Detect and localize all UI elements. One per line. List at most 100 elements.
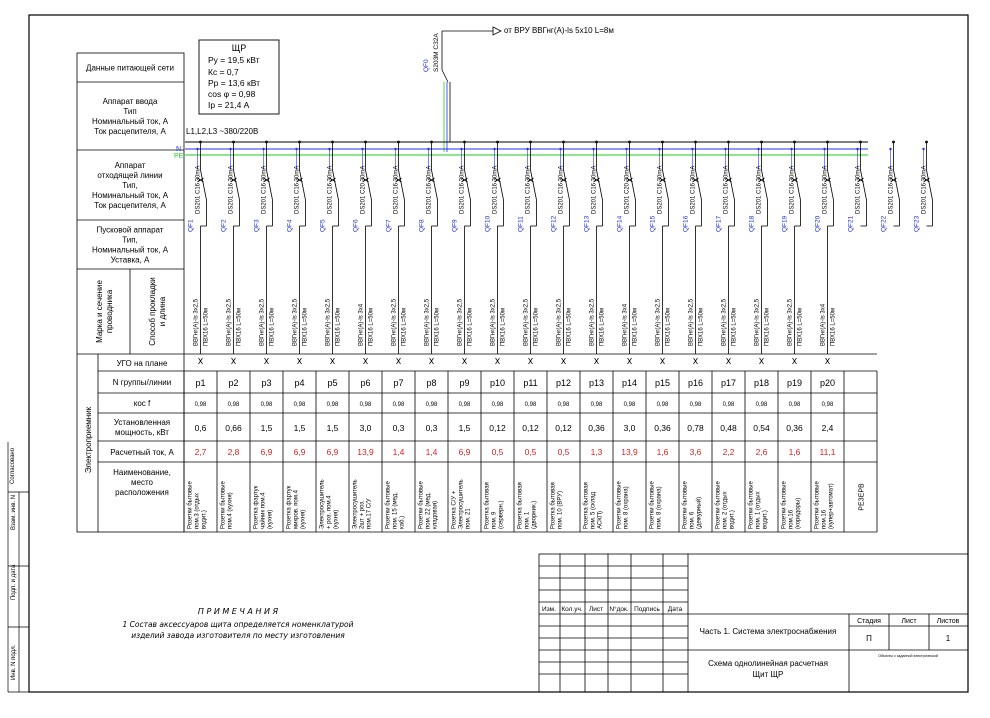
breaker-label: QF11 bbox=[518, 216, 525, 232]
design-current: 1,4 bbox=[393, 447, 405, 457]
left-header-3-line-0: Пусковой аппарат bbox=[97, 226, 164, 235]
group-number: p2 bbox=[228, 378, 238, 388]
design-current: 3,6 bbox=[690, 447, 702, 457]
panel-param-kc: Кс = 0,7 bbox=[208, 67, 239, 77]
n-junction bbox=[724, 147, 727, 151]
consumer-name-line: пом. 2 (отдых bbox=[723, 491, 729, 529]
installed-power: 0,66 bbox=[225, 423, 242, 433]
panel-param-cos: cos φ = 0,98 bbox=[208, 89, 256, 99]
n-junction bbox=[823, 147, 826, 151]
bus-junction bbox=[397, 140, 400, 144]
design-current: 2,7 bbox=[195, 447, 207, 457]
breaker-type: DS201 C16 30mA bbox=[922, 166, 928, 214]
breaker-type: DS201 C16 30mA bbox=[592, 166, 598, 214]
breaker-contact bbox=[596, 169, 603, 201]
breaker-cross bbox=[857, 177, 864, 183]
ugo-symbol bbox=[264, 357, 269, 365]
cable-laying: ПВХ16 L=50м bbox=[270, 308, 276, 346]
breaker-type: DS201 C16 30mA bbox=[460, 166, 466, 214]
installed-power: 0,48 bbox=[720, 423, 737, 433]
breaker-contact bbox=[530, 169, 537, 201]
consumer-name-line: + роз. пом.4 bbox=[327, 495, 333, 529]
design-current: 2,6 bbox=[756, 447, 768, 457]
ugo-symbol bbox=[429, 357, 434, 365]
group-number: p1 bbox=[195, 378, 205, 388]
cos-phi: 0,98 bbox=[261, 402, 273, 408]
cos-phi: 0,98 bbox=[228, 402, 240, 408]
breaker-label: QF7 bbox=[386, 219, 393, 232]
n-junction bbox=[328, 147, 331, 151]
bus-junction bbox=[298, 140, 301, 144]
n-junction bbox=[262, 147, 265, 151]
installed-power: 3,0 bbox=[360, 423, 372, 433]
row-label-group: N группы/линии bbox=[113, 378, 171, 387]
bus-junction bbox=[232, 140, 235, 144]
breaker-type: DS201 C16 30mA bbox=[790, 166, 796, 214]
ugo-symbol bbox=[495, 357, 500, 365]
consumer-name-line: пом. 9 bbox=[492, 511, 498, 529]
ugo-symbol bbox=[594, 357, 599, 365]
group-number: p14 bbox=[622, 378, 637, 388]
installed-power: 1,5 bbox=[459, 423, 471, 433]
n-junction bbox=[691, 147, 694, 151]
breaker-contact bbox=[794, 169, 801, 201]
cable-laying: ПВХ16 L=50м bbox=[831, 308, 837, 346]
cable-mark: ВВГнг(А)-ls 3х2,5 bbox=[458, 298, 464, 346]
breaker-contact bbox=[365, 169, 372, 201]
design-current: 1,6 bbox=[789, 447, 801, 457]
drawing-frame bbox=[28, 14, 969, 693]
cos-phi: 0,98 bbox=[657, 402, 669, 408]
breaker-type: DS201 C20 30mA bbox=[361, 166, 367, 214]
installed-power: 0,36 bbox=[786, 423, 803, 433]
breaker-contact bbox=[860, 169, 867, 201]
breaker-type: DS201 C16 30mA bbox=[394, 166, 400, 214]
group-number: p4 bbox=[294, 378, 304, 388]
ugo-symbol bbox=[792, 357, 797, 365]
tb-project: Часть 1. Система электроснабжения bbox=[700, 627, 837, 636]
consumer-name-line: Розетки бытовые bbox=[749, 481, 755, 529]
breaker-contact bbox=[266, 169, 273, 201]
group-number: p15 bbox=[655, 378, 670, 388]
consumer-name-line: пом. 6 bbox=[690, 511, 696, 529]
cos-phi: 0,98 bbox=[558, 402, 570, 408]
breaker-label: QF18 bbox=[749, 215, 756, 232]
cable-mark: ВВГнг(А)-ls 3х2,5 bbox=[755, 298, 761, 346]
bus-junction bbox=[793, 140, 796, 144]
installed-power: 0,3 bbox=[393, 423, 405, 433]
row-label-power-1: Установленная bbox=[114, 418, 170, 427]
cos-phi: 0,98 bbox=[195, 402, 207, 408]
consumer-name-line: микров. пом.4 bbox=[294, 489, 300, 529]
design-current: 6,9 bbox=[261, 447, 273, 457]
breaker-label: QF16 bbox=[683, 215, 690, 232]
n-junction bbox=[856, 147, 859, 151]
breaker-cross bbox=[659, 177, 666, 183]
row-label-name-2: место bbox=[131, 478, 154, 487]
bus-junction bbox=[496, 140, 499, 144]
n-junction bbox=[559, 147, 562, 151]
bus-n-label: N bbox=[176, 146, 181, 153]
breaker-type: DS201 C16 30mA bbox=[196, 166, 202, 214]
cable-mark: ВВГнг(А)-ls 3х2,5 bbox=[425, 298, 431, 346]
breaker-contact bbox=[464, 169, 471, 201]
design-current: 6,9 bbox=[294, 447, 306, 457]
cos-phi: 0,98 bbox=[690, 402, 702, 408]
cos-phi: 0,98 bbox=[723, 402, 735, 408]
cos-phi: 0,98 bbox=[327, 402, 339, 408]
consumer-name-line: пом. 15 (мед. bbox=[393, 492, 399, 529]
installed-power: 1,5 bbox=[294, 423, 306, 433]
incoming-line bbox=[441, 26, 502, 152]
consumer-name-line: (кухня) bbox=[334, 510, 340, 529]
installed-power: 0,36 bbox=[654, 423, 671, 433]
left-header-4-line-0: Марка и сечение bbox=[95, 280, 104, 343]
breaker-contact bbox=[827, 169, 834, 201]
cable-laying: ПВХ16 L=50м bbox=[600, 308, 606, 346]
left-header-1-line-2: Номинальный ток, А bbox=[92, 117, 169, 126]
bus-junction bbox=[760, 140, 763, 144]
n-junction bbox=[922, 147, 925, 151]
cable-laying: ПВХ16 L=50м bbox=[666, 308, 672, 346]
